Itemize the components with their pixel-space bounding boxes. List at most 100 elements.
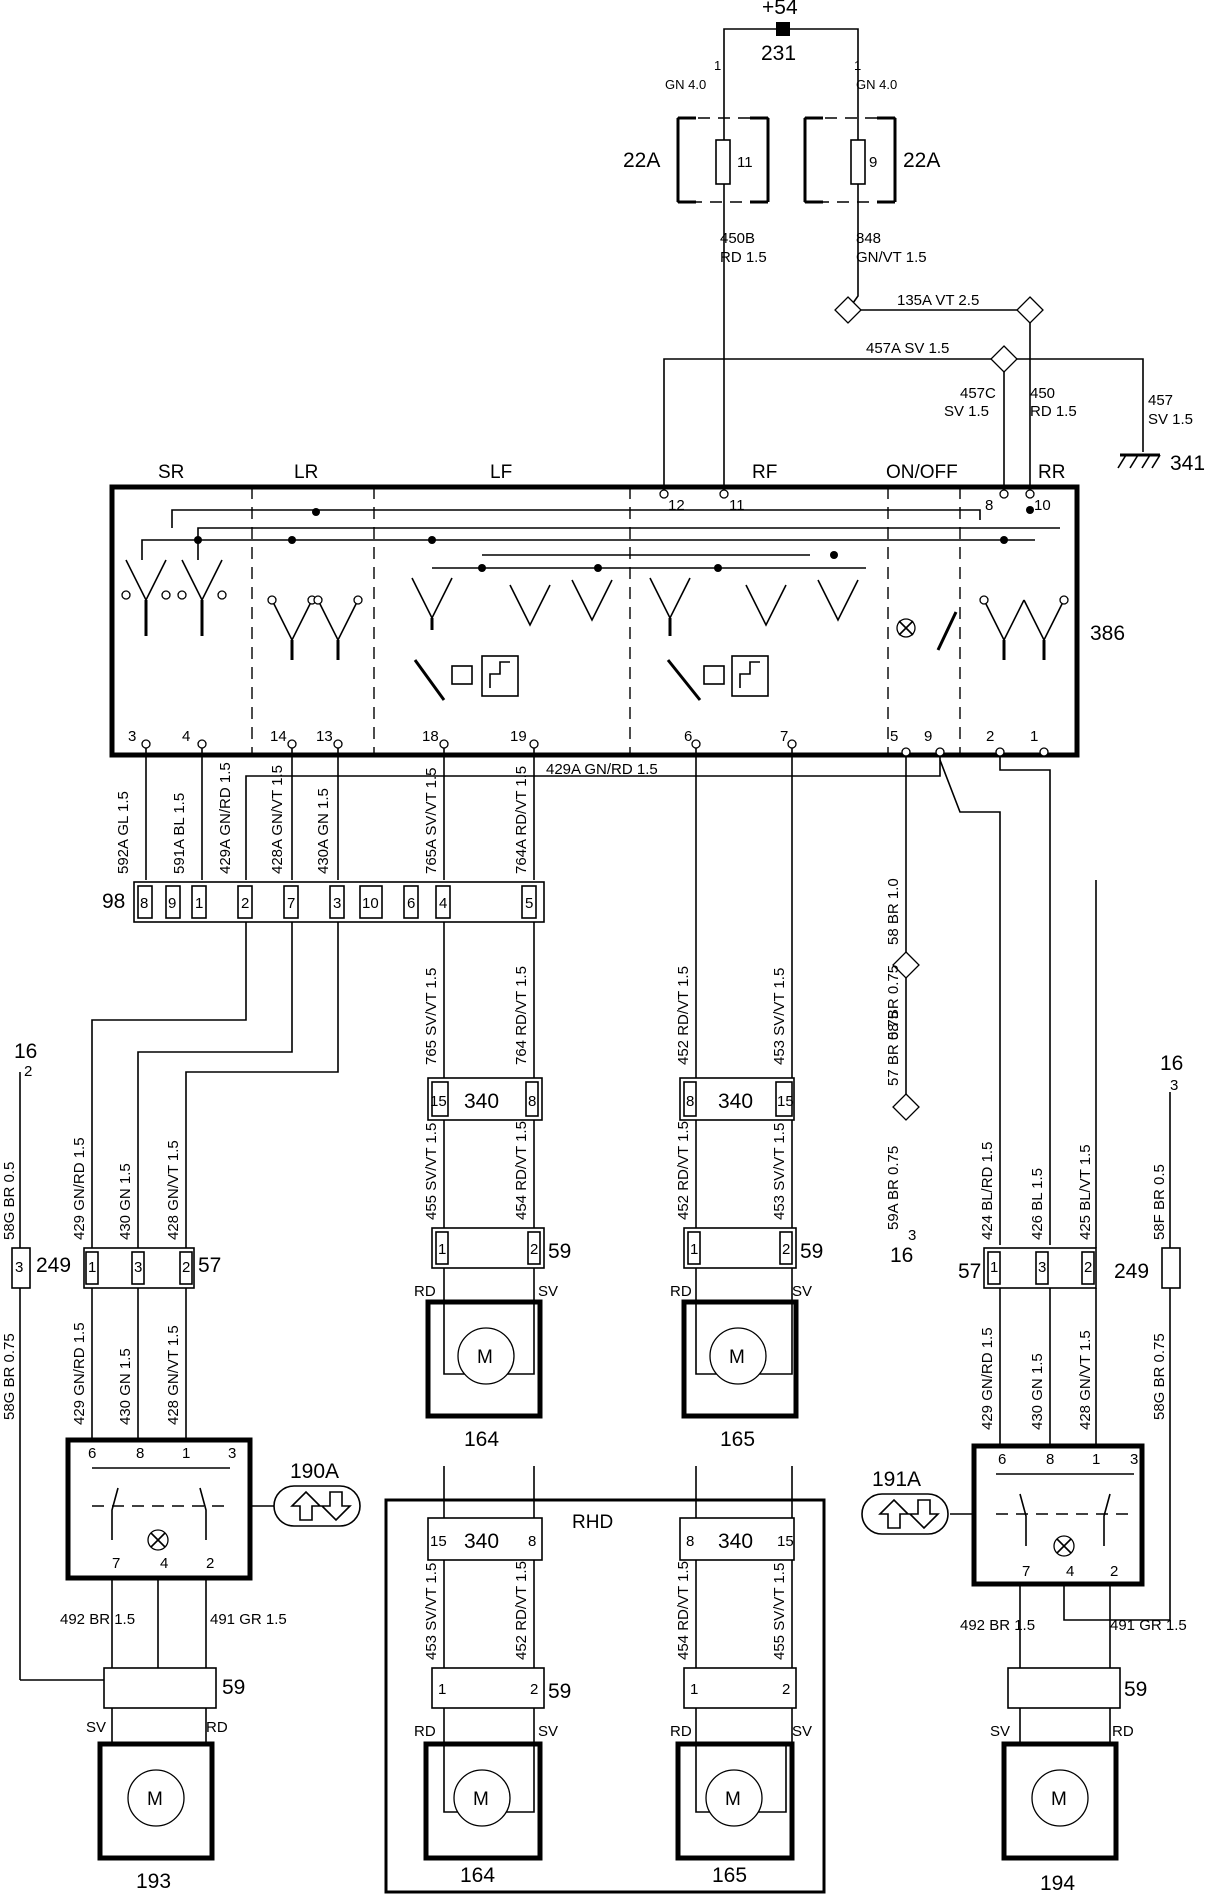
svg-text:8: 8 bbox=[136, 1445, 144, 1462]
svg-text:57 BR 0.75: 57 BR 0.75 bbox=[885, 1011, 902, 1086]
left-door: 16 2 58G BR 0.5 3 249 58G BR 0.75 429 GN… bbox=[1, 1040, 361, 1893]
svg-text:15: 15 bbox=[777, 1093, 794, 1110]
svg-text:59: 59 bbox=[800, 1240, 823, 1263]
svg-text:7: 7 bbox=[112, 1555, 120, 1572]
svg-text:425 BL/VT 1.5: 425 BL/VT 1.5 bbox=[1077, 1144, 1094, 1240]
fuse-left-out-wire: 450B bbox=[720, 230, 755, 247]
svg-text:58G BR 0.75: 58G BR 0.75 bbox=[1, 1333, 18, 1420]
ground-icon bbox=[1117, 453, 1161, 469]
contact-group-rf bbox=[649, 577, 859, 701]
rhd-label: RHD bbox=[572, 1512, 613, 1533]
svg-text:430 GN 1.5: 430 GN 1.5 bbox=[117, 1348, 134, 1425]
fuse-right: 1 GN 4.0 9 22A 848 GN/VT 1.5 bbox=[803, 58, 940, 311]
svg-text:M: M bbox=[1051, 1789, 1067, 1810]
svg-text:429 GN/RD 1.5: 429 GN/RD 1.5 bbox=[71, 1322, 88, 1425]
svg-text:1: 1 bbox=[88, 1259, 96, 1276]
fuse-left-pin: 11 bbox=[737, 154, 753, 171]
svg-text:15: 15 bbox=[430, 1533, 447, 1550]
svg-text:8: 8 bbox=[686, 1093, 694, 1110]
top-pin-8: 8 bbox=[985, 497, 993, 514]
svg-text:RD: RD bbox=[414, 1283, 436, 1300]
conn249-left-pin: 3 bbox=[15, 1259, 23, 1276]
svg-text:430 GN 1.5: 430 GN 1.5 bbox=[1029, 1353, 1046, 1430]
svg-text:492 BR 1.5: 492 BR 1.5 bbox=[60, 1611, 135, 1628]
svg-text:1: 1 bbox=[1030, 728, 1038, 745]
wire-457c-spec: SV 1.5 bbox=[944, 403, 989, 420]
svg-text:RD: RD bbox=[206, 1719, 228, 1736]
top-pin-12: 12 bbox=[668, 497, 685, 514]
svg-text:7: 7 bbox=[780, 728, 788, 745]
svg-text:428 GN/VT 1.5: 428 GN/VT 1.5 bbox=[165, 1325, 182, 1425]
svg-text:58G BR 0.75: 58G BR 0.75 bbox=[1151, 1333, 1168, 1420]
svg-text:SV: SV bbox=[990, 1723, 1010, 1740]
svg-text:6: 6 bbox=[998, 1451, 1006, 1468]
svg-text:340: 340 bbox=[718, 1530, 753, 1553]
fuse-right-pin: 9 bbox=[869, 154, 877, 171]
svg-text:249: 249 bbox=[36, 1254, 71, 1277]
svg-text:249: 249 bbox=[1114, 1260, 1149, 1283]
svg-text:4: 4 bbox=[439, 895, 447, 912]
svg-text:164: 164 bbox=[460, 1864, 495, 1887]
motor-icon bbox=[457, 1327, 515, 1385]
svg-text:455 SV/VT 1.5: 455 SV/VT 1.5 bbox=[771, 1563, 788, 1660]
down-arrow-icon bbox=[320, 1491, 352, 1522]
fuse-element-left bbox=[715, 139, 731, 185]
wire-457a-label: 457A SV 1.5 bbox=[866, 340, 949, 357]
svg-text:9: 9 bbox=[924, 728, 932, 745]
supply-wire bbox=[723, 28, 859, 150]
svg-text:2: 2 bbox=[782, 1681, 790, 1698]
section-sr: SR bbox=[158, 462, 184, 483]
svg-text:19: 19 bbox=[510, 728, 527, 745]
node-231-label: 231 bbox=[761, 42, 796, 65]
svg-text:57: 57 bbox=[958, 1260, 981, 1283]
down-arrow-icon bbox=[908, 1499, 940, 1530]
svg-text:8: 8 bbox=[1046, 1451, 1054, 1468]
relay-lf bbox=[481, 655, 519, 697]
fuse-left: 1 GN 4.0 11 22A 450B RD 1.5 bbox=[623, 58, 770, 492]
svg-text:429A GN/RD 1.5: 429A GN/RD 1.5 bbox=[217, 762, 234, 874]
section-lf: LF bbox=[490, 462, 512, 483]
svg-text:SV: SV bbox=[792, 1283, 812, 1300]
svg-text:3: 3 bbox=[1170, 1077, 1178, 1094]
svg-text:14: 14 bbox=[270, 728, 287, 745]
svg-text:428 GN/VT 1.5: 428 GN/VT 1.5 bbox=[165, 1140, 182, 1240]
svg-text:59: 59 bbox=[1124, 1678, 1147, 1701]
motor-icon bbox=[705, 1769, 763, 1827]
motor-193-box bbox=[97, 1741, 215, 1861]
svg-text:18: 18 bbox=[422, 728, 439, 745]
svg-text:1: 1 bbox=[1092, 1451, 1100, 1468]
motor-165-box bbox=[681, 1299, 799, 1419]
svg-text:2: 2 bbox=[241, 895, 249, 912]
svg-text:491 GR 1.5: 491 GR 1.5 bbox=[1110, 1617, 1187, 1634]
svg-text:16: 16 bbox=[890, 1244, 913, 1267]
svg-text:5: 5 bbox=[525, 895, 533, 912]
fuse-left-id: 22A bbox=[623, 149, 660, 172]
wire-450-label: 450 bbox=[1030, 385, 1055, 402]
section-lr: LR bbox=[294, 462, 318, 483]
svg-text:592A GL 1.5: 592A GL 1.5 bbox=[115, 791, 132, 874]
svg-text:428 GN/VT 1.5: 428 GN/VT 1.5 bbox=[1077, 1330, 1094, 1430]
splice-848 bbox=[834, 296, 862, 324]
splice-57 bbox=[892, 1093, 920, 1121]
svg-text:7: 7 bbox=[1022, 1563, 1030, 1580]
svg-text:8: 8 bbox=[528, 1093, 536, 1110]
rhd-frame bbox=[384, 1498, 826, 1894]
section-rr: RR bbox=[1038, 462, 1065, 483]
contact-group-lf bbox=[411, 577, 613, 701]
fuse-right-in-spec: GN 4.0 bbox=[856, 77, 897, 92]
svg-text:765A SV/VT 1.5: 765A SV/VT 1.5 bbox=[423, 768, 440, 874]
svg-text:RD: RD bbox=[670, 1283, 692, 1300]
splice-135a bbox=[1016, 296, 1044, 324]
svg-text:3: 3 bbox=[1038, 1259, 1046, 1276]
splice-457a bbox=[990, 345, 1018, 373]
svg-text:15: 15 bbox=[777, 1533, 794, 1550]
svg-text:340: 340 bbox=[464, 1530, 499, 1553]
svg-text:RD: RD bbox=[670, 1723, 692, 1740]
svg-text:1: 1 bbox=[690, 1241, 698, 1258]
svg-text:59: 59 bbox=[548, 1240, 571, 1263]
ground-id: 341 bbox=[1170, 452, 1205, 475]
svg-text:58 BR 0.75: 58 BR 0.75 bbox=[885, 965, 902, 1040]
svg-text:13: 13 bbox=[316, 728, 333, 745]
motor-193-id: 193 bbox=[136, 1870, 171, 1893]
fuse-right-out-spec: GN/VT 1.5 bbox=[856, 249, 927, 266]
